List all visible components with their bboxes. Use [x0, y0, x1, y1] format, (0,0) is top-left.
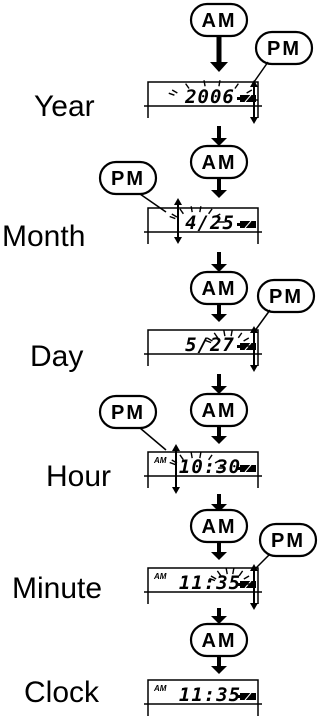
arrow-am4-to-hour [211, 426, 227, 444]
am-button-1[interactable]: AM [189, 2, 249, 38]
step-label-month: Month [2, 220, 86, 253]
step-label-minute: Minute [12, 572, 103, 605]
am-button-3-text: AM [201, 278, 236, 300]
am-button-4-text: AM [201, 400, 236, 422]
arrow-minute-to-am6 [211, 608, 227, 624]
pm-leader-hour [139, 427, 167, 451]
battery-icon [237, 692, 256, 701]
am-button-3[interactable]: AM [189, 270, 249, 306]
pm-button-minute-text: PM [271, 530, 305, 552]
step-label-day: Day [30, 340, 84, 373]
lcd-digits: 10:30 [179, 456, 241, 478]
blink-month-icon [169, 206, 224, 223]
lcd-display-day: 5/27 [144, 329, 262, 366]
am-button-4[interactable]: AM [189, 392, 249, 428]
updown-arrow-month-icon [174, 198, 182, 244]
arrow-am6-to-clock [211, 656, 227, 674]
lcd-display-minute: 11:35 AM [144, 567, 262, 604]
arrow-day-to-am4 [211, 374, 227, 394]
arrow-year-to-am2 [211, 126, 227, 146]
am-button-2[interactable]: AM [189, 144, 249, 180]
lcd-digits: 11:35 [179, 684, 241, 706]
lcd-am-indicator: AM [153, 572, 167, 581]
pm-button-year-outline [254, 30, 314, 66]
lcd-digits: 5/27 [185, 334, 235, 356]
am-button-6-text: AM [201, 630, 236, 652]
pm-leader-day [253, 309, 271, 333]
updown-arrow-year-icon [250, 80, 258, 124]
pm-button-day[interactable]: PM [256, 278, 316, 314]
arrow-am3-to-day [211, 304, 227, 322]
arrow-am5-to-minute [211, 542, 227, 560]
blink-day-icon [205, 330, 252, 347]
am-button-5-text: AM [201, 516, 236, 538]
lcd-display-year: 2006 [144, 81, 262, 118]
lcd-digits: 2006 [184, 86, 235, 108]
battery-icon [237, 464, 256, 473]
blink-minute-icon [209, 568, 252, 585]
pm-leader-minute [253, 553, 271, 571]
arrow-am1-to-year [210, 36, 228, 72]
battery-icon [237, 94, 256, 103]
lcd-display-hour: 10:30 AM [144, 451, 262, 488]
pm-button-year-text: PM [267, 38, 301, 60]
updown-arrow-day-icon [250, 326, 258, 372]
pm-leader-month [139, 193, 167, 213]
pm-button-minute-outline [258, 522, 318, 558]
pm-button-hour-text: PM [111, 402, 145, 424]
am-button-5[interactable]: AM [189, 508, 249, 544]
am-button-1-text: AM [201, 10, 236, 32]
pm-leader-year [253, 61, 269, 83]
battery-icon [237, 220, 256, 229]
step-label-year: Year [34, 90, 95, 123]
pm-button-month-outline [98, 160, 158, 196]
step-label-clock: Clock [24, 676, 100, 709]
pm-button-minute[interactable]: PM [258, 522, 318, 558]
am-button-2-text: AM [201, 152, 236, 174]
pm-button-day-outline [256, 278, 316, 314]
arrow-month-to-am3 [211, 252, 227, 272]
pm-button-month[interactable]: PM [98, 160, 158, 196]
lcd-digits: 11:35 [179, 572, 241, 594]
arrow-am2-to-month [211, 178, 227, 198]
lcd-digits: 4/25 [185, 212, 235, 234]
lcd-display-month: 4/25 [144, 207, 262, 244]
pm-button-hour-outline [98, 394, 158, 430]
step-label-hour: Hour [46, 460, 112, 493]
lcd-display-clock: 11:35 AM [144, 679, 262, 716]
pm-button-day-text: PM [269, 286, 303, 308]
arrow-hour-to-am5 [211, 494, 227, 512]
updown-arrow-minute-icon [250, 564, 258, 610]
pm-button-hour[interactable]: PM [98, 394, 158, 430]
pm-button-year[interactable]: PM [254, 30, 314, 66]
lcd-am-indicator: AM [153, 684, 167, 693]
lcd-am-indicator: AM [153, 456, 167, 465]
pm-button-month-text: PM [111, 168, 145, 190]
am-button-6[interactable]: AM [189, 622, 249, 658]
updown-arrow-hour-icon [172, 444, 180, 494]
blink-hour-icon [169, 452, 224, 469]
